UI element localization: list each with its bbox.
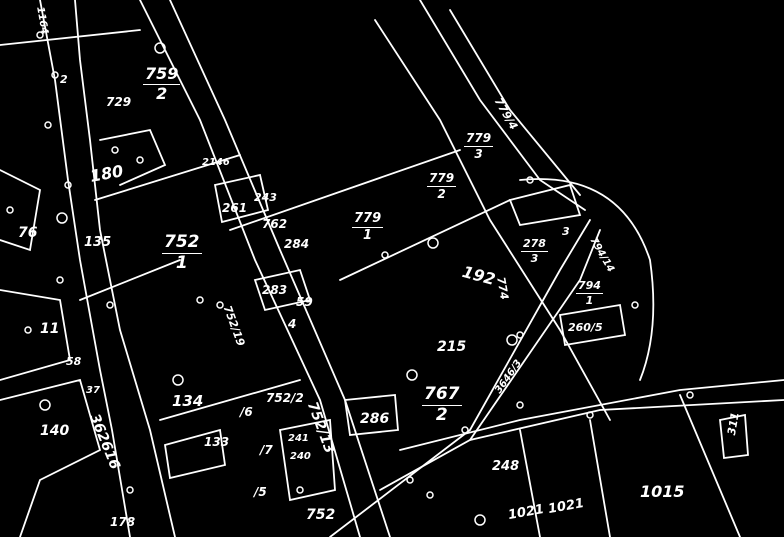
parcel-16-a: /6 [240,405,253,419]
cross-line-3 [94,154,241,201]
parcel-134: 134 [172,392,204,410]
parcel-286: 286 [360,411,390,427]
parcel-76: 76 [18,225,38,241]
parcel-58: 58 [66,355,82,368]
strip-line-4 [419,0,586,211]
boundary-markers [6,31,694,526]
parcel-260-5: 260/5 [568,321,603,334]
parcel-subnumber: 1 [585,293,594,307]
building-133 [163,428,227,480]
parcel-241: 241 [288,433,309,444]
lower-road-a [399,379,784,451]
parcel-1015: 1015 [640,482,685,501]
cross-line-1 [229,149,461,231]
parcel-subnumber: 1 [175,252,188,273]
parcel-2146: 2146 [202,157,230,168]
parcel-subnumber: 3 [530,251,539,265]
parcel-subnumber: 2 [156,83,168,103]
right-edge [679,394,741,537]
parcel-284: 284 [284,237,310,251]
parcel-752-b: 752 [306,507,336,523]
parcel-133: 133 [204,435,230,449]
right-curve [519,178,655,381]
parcel-261: 261 [222,201,248,215]
lower-plot-line-2 [589,419,611,537]
parcel-240: 240 [290,451,311,462]
parcel-4: 4 [288,317,297,331]
strip-line-5 [449,9,581,196]
left-parcel-1 [0,169,41,252]
parcel-215: 215 [437,339,467,355]
parcel-762: 762 [262,217,288,231]
diag-road-a [329,219,591,537]
parcel-number: 278 [521,237,548,252]
cross-line-5 [159,379,301,421]
parcel-number: 779 [352,211,384,228]
road-edge-left-a [39,0,131,537]
parcel-number: 767 [422,384,462,406]
parcel-number: 794 [576,279,603,294]
building-278 [508,183,582,227]
parcel-752-2: 752/2 [266,391,304,405]
parcel-243: 243 [254,191,277,204]
parcel-774: 774 [494,275,511,301]
building-283 [253,268,312,312]
parcel-37: 37 [86,385,100,396]
parcel-subnumber: 3 [474,146,483,161]
lower-plot-line-1 [519,429,541,537]
parcel-248: 248 [492,459,520,474]
strip-line-3 [374,19,611,421]
parcel-subnumber: 1 [363,227,373,243]
parcel-15: /5 [254,485,267,499]
road-edge-left-b [74,0,176,537]
building-261 [213,173,270,224]
parcel-number: 759 [143,64,181,85]
left-parcel-3 [0,378,102,537]
parcel-number: 779 [427,171,457,187]
parcel-number: 779 [464,131,494,147]
parcel-729: 729 [106,95,132,109]
parcel-11: 11 [40,321,60,337]
parcel-283: 283 [262,283,288,297]
cross-line-6 [79,259,181,301]
left-parcel-2 [0,289,72,381]
parcel-number: 752 [162,232,202,254]
parcel-3: 3 [562,225,570,238]
building-180 [99,128,167,186]
cross-line-2 [339,199,511,281]
parcel-59: 59 [296,295,313,309]
cross-line-4 [0,29,141,46]
parcel-140: 140 [40,423,70,439]
parcel-178: 178 [110,515,136,529]
parcel-subnumber: 2 [435,404,448,425]
parcel-17: /7 [260,443,273,457]
building-block [278,418,336,502]
diag-road-b [469,229,601,441]
building-286 [343,394,399,436]
strip-line-1 [139,0,361,537]
strip-line-2 [169,0,391,537]
parcel-subnumber: 2 [437,186,446,201]
parcel-2: 2 [60,73,68,86]
parcel-135: 135 [84,235,112,250]
building-311 [719,413,749,460]
building-260 [558,303,627,347]
